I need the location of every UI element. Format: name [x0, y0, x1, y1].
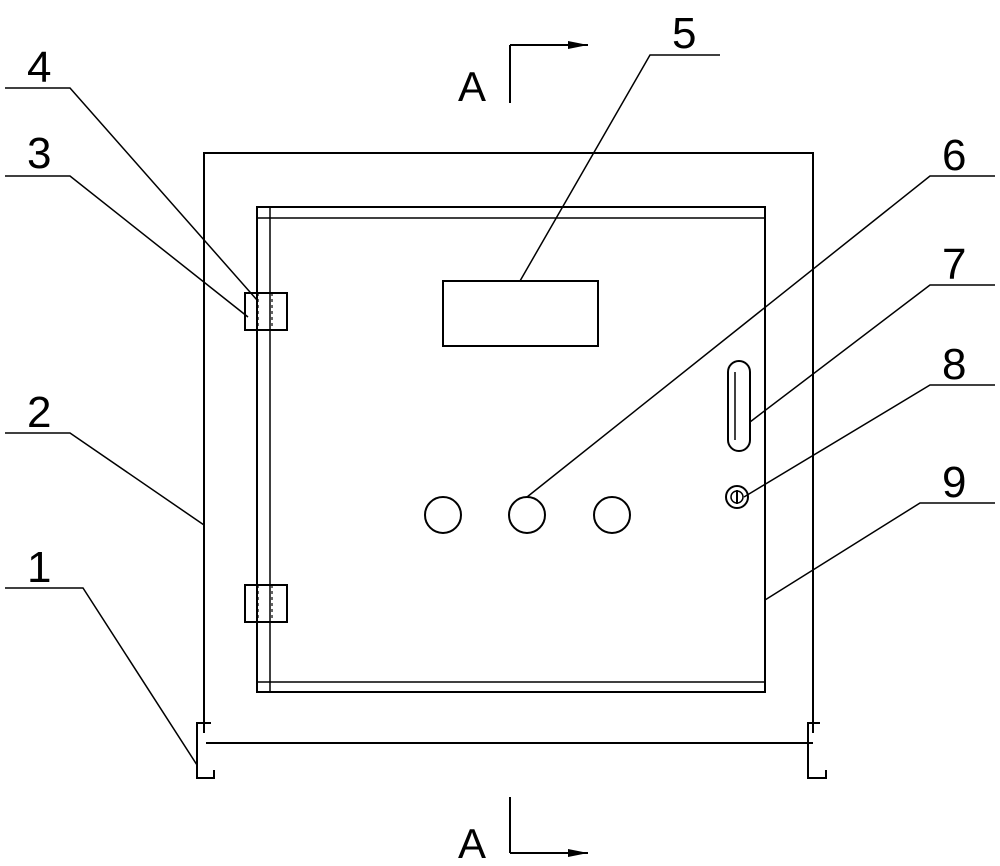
base-channel-right: [807, 722, 827, 779]
hinge-upper: [244, 292, 288, 331]
section-mark-bottom: A: [458, 797, 588, 866]
section-mark-top-text: A: [458, 63, 486, 110]
part-label-6: 6: [942, 131, 966, 180]
part-label-8: 8: [942, 340, 966, 389]
indicator-light-center: [508, 496, 546, 534]
cabinet-body: [203, 152, 814, 744]
part-label-5: 5: [672, 9, 696, 58]
part-label-7: 7: [942, 240, 966, 289]
base-channel-left: [196, 722, 215, 779]
cabinet-door: [256, 206, 766, 693]
part-label-4: 4: [27, 43, 51, 92]
part-label-9: 9: [942, 458, 966, 507]
part-label-1: 1: [27, 543, 51, 592]
part-label-3: 3: [27, 129, 51, 178]
leader-lines: [5, 54, 995, 766]
hinge-lower: [244, 584, 288, 623]
part-label-2: 2: [27, 388, 51, 437]
display-window: [442, 280, 599, 347]
section-mark-top: A: [458, 41, 588, 110]
door-handle: [727, 360, 751, 452]
indicator-light-right: [593, 496, 631, 534]
section-mark-bottom-text: A: [458, 820, 486, 866]
door-lock: [725, 485, 749, 509]
indicator-light-left: [424, 496, 462, 534]
